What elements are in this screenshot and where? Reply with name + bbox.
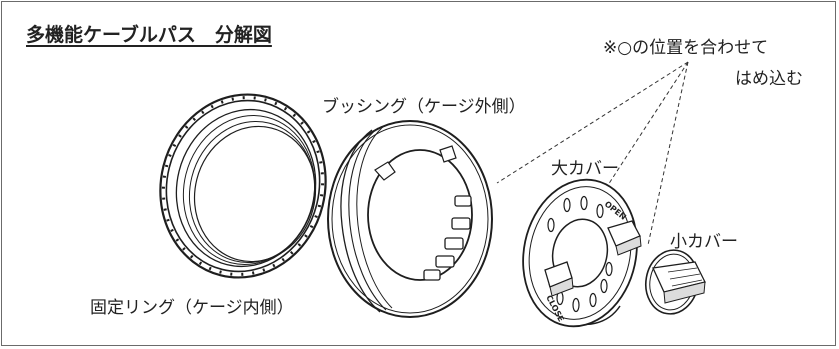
large-cover-label: 大カバー xyxy=(551,159,619,179)
small-cover-part xyxy=(644,249,706,315)
diagram-title: 多機能ケーブルパス 分解図 xyxy=(26,24,272,46)
fixing-ring-label: 固定リング（ケージ内側） xyxy=(90,298,294,318)
bushing-part xyxy=(327,120,493,318)
alignment-note-line2: はめ込む xyxy=(735,69,803,89)
alignment-note-line1: ※○の位置を合わせて xyxy=(603,38,769,58)
bushing-label: ブッシング（ケージ外側） xyxy=(322,97,526,117)
small-cover-label: 小カバー xyxy=(670,232,738,252)
large-cover-part xyxy=(522,178,642,328)
fixing-ring-part xyxy=(159,93,327,279)
